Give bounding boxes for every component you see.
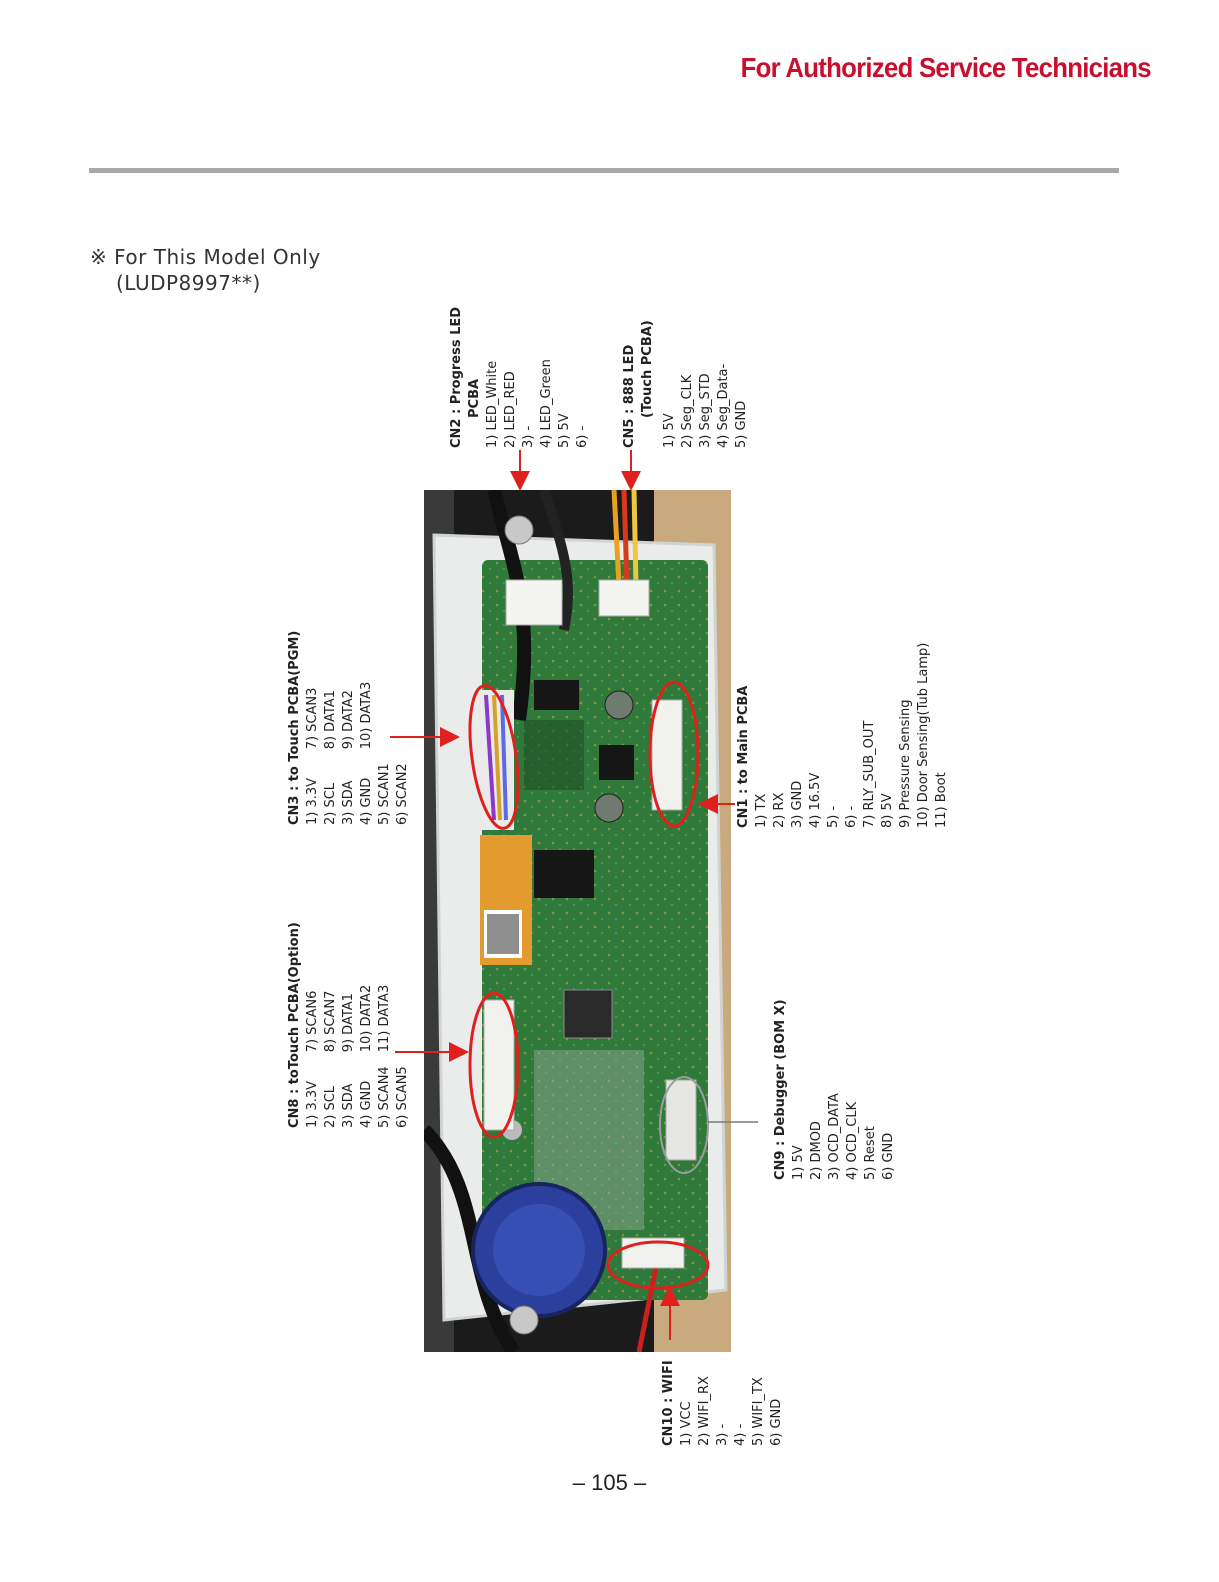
cn3-title: CN3 : to Touch PCBA(PGM) xyxy=(287,630,302,825)
cn10-title: CN10 : WIFI xyxy=(661,1360,676,1446)
cn2-title-line2: PCBA xyxy=(467,378,482,418)
cn1-pin: 6) - xyxy=(844,805,859,828)
cn2-pin: 4) LED_Green xyxy=(539,359,554,448)
cn1-pin: 11) Boot xyxy=(934,772,949,828)
cn10-pin: 1) VCC xyxy=(679,1401,694,1446)
cn2-pin: 6) - xyxy=(575,425,590,448)
cn8-pin: 9) DATA1 xyxy=(341,993,356,1053)
cn5-title-line2: (Touch PCBA) xyxy=(640,320,655,418)
pcb-board-photo xyxy=(424,490,731,1352)
model-note-line2: (LUDP8997**) xyxy=(116,271,261,295)
cn2-title: CN2 : Progress LED xyxy=(449,306,464,448)
cn2-label-block: CN2 : Progress LED PCBA 1) LED_White 2) … xyxy=(448,307,592,448)
cn1-pin: 1) TX xyxy=(754,793,769,828)
cn3-label-block: CN3 : to Touch PCBA(PGM) 1) 3.3V 2) SCL … xyxy=(286,631,412,825)
cn3-pin: 8) DATA1 xyxy=(323,690,338,750)
cn3-pin: 5) SCAN1 xyxy=(377,763,392,825)
cn8-pin: 11) DATA3 xyxy=(377,984,392,1053)
cn8-pin: 6) SCAN5 xyxy=(395,1066,410,1128)
cn3-pin: 9) DATA2 xyxy=(341,690,356,750)
cn9-pin: 1) 5V xyxy=(791,1145,806,1180)
cn10-pin: 2) WIFI_RX xyxy=(697,1376,712,1446)
cn2-pin: 1) LED_White xyxy=(485,360,500,448)
cn1-pin: 5) - xyxy=(826,805,841,828)
cn8-label-block: CN8 : toTouch PCBA(Option) 1) 3.3V 2) SC… xyxy=(286,922,412,1128)
cn1-label-block: CN1 : to Main PCBA 1) TX 2) RX 3) GND 4)… xyxy=(735,643,951,828)
cn10-pin: 4) - xyxy=(733,1423,748,1446)
model-note-line1: ※ For This Model Only xyxy=(90,245,321,269)
cn8-pin: 5) SCAN4 xyxy=(377,1066,392,1128)
cn9-pin: 3) OCD_DATA xyxy=(827,1093,842,1180)
cn10-pin: 3) - xyxy=(715,1423,730,1446)
cn5-pin: 3) Seg_STD xyxy=(698,373,713,448)
cn5-title: CN5 : 888 LED xyxy=(622,344,637,448)
cn3-pin: 3) SDA xyxy=(341,780,356,825)
cn9-pin: 5) Reset xyxy=(863,1126,878,1180)
cn2-pin: 2) LED_RED xyxy=(503,371,518,448)
cn8-pin: 1) 3.3V xyxy=(305,1080,320,1128)
cn8-pin: 10) DATA2 xyxy=(359,984,374,1053)
cn5-label-block: CN5 : 888 LED (Touch PCBA) 1) 5V 2) Seg_… xyxy=(621,320,751,448)
cn8-pin: 2) SCL xyxy=(323,1085,338,1128)
cn10-label-block: CN10 : WIFI 1) VCC 2) WIFI_RX 3) - 4) - … xyxy=(660,1360,786,1446)
cn10-pin: 5) WIFI_TX xyxy=(751,1377,766,1446)
cn8-pin: 7) SCAN6 xyxy=(305,990,320,1053)
cn9-label-block: CN9 : Debugger (BOM X) 1) 5V 2) DMOD 3) … xyxy=(772,999,898,1180)
cn3-pin: 1) 3.3V xyxy=(305,777,320,825)
cn8-pin: 8) SCAN7 xyxy=(323,990,338,1053)
cn8-pin: 4) GND xyxy=(359,1080,374,1128)
page-header-title: For Authorized Service Technicians xyxy=(740,52,1152,83)
cn10-pin: 6) GND xyxy=(769,1398,784,1446)
cn9-pin: 4) OCD_CLK xyxy=(845,1101,860,1180)
cn1-pin: 10) Door Sensing(Tub Lamp) xyxy=(916,642,931,828)
cn2-pin: 5) 5V xyxy=(557,413,572,448)
model-note: ※ For This Model Only (LUDP8997**) xyxy=(90,244,321,296)
cn3-pin: 2) SCL xyxy=(323,782,338,825)
cn1-pin: 9) Pressure Sensing xyxy=(898,699,913,828)
cn5-pin: 5) GND xyxy=(734,400,749,448)
cn5-pin: 4) Seg_Data- xyxy=(716,363,731,448)
header-divider xyxy=(89,168,1119,173)
cn1-pin: 4) 16.5V xyxy=(808,772,823,828)
cn3-pin: 4) GND xyxy=(359,777,374,825)
cn1-pin: 2) RX xyxy=(772,792,787,828)
page-number: – 105 – xyxy=(572,1470,647,1495)
cn3-pin: 7) SCAN3 xyxy=(305,687,320,750)
cn9-pin: 6) GND xyxy=(881,1132,896,1180)
cn5-pin: 2) Seg_CLK xyxy=(680,374,695,448)
cn2-pin: 3) - xyxy=(521,425,536,448)
cn9-pin: 2) DMOD xyxy=(809,1121,824,1180)
cn5-pin: 1) 5V xyxy=(662,413,677,448)
cn1-pin: 3) GND xyxy=(790,780,805,828)
cn1-pin: 7) RLY_SUB_OUT xyxy=(862,720,877,828)
cn8-title: CN8 : toTouch PCBA(Option) xyxy=(287,922,302,1128)
cn1-pin: 8) 5V xyxy=(880,793,895,828)
cn8-pin: 3) SDA xyxy=(341,1083,356,1128)
cn9-title: CN9 : Debugger (BOM X) xyxy=(773,999,788,1180)
cn3-pin: 10) DATA3 xyxy=(359,681,374,750)
cn1-title: CN1 : to Main PCBA xyxy=(736,685,751,828)
cn3-pin: 6) SCAN2 xyxy=(395,763,410,825)
